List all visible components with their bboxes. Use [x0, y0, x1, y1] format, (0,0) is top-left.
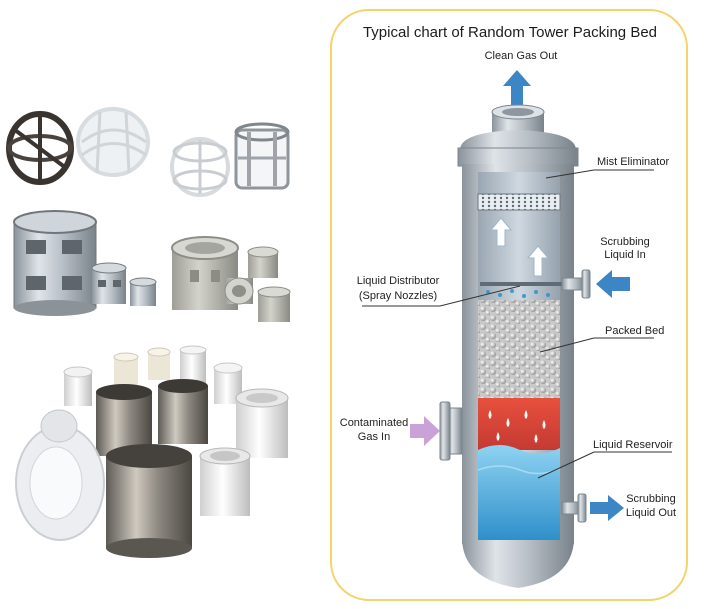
label-scrubbing-liquid-out-2: Liquid Out	[625, 507, 677, 519]
contaminated-gas-in-arrow	[410, 416, 440, 446]
label-mist-eliminator: Mist Eliminator	[597, 156, 670, 168]
clean-gas-out-arrow	[503, 70, 531, 108]
raschig-ring-photos	[15, 345, 289, 558]
label-contaminated-gas-in-2: Gas In	[357, 431, 391, 443]
label-clean-gas-out: Clean Gas Out	[484, 50, 558, 62]
label-scrubbing-liquid-out-1: Scrubbing	[626, 493, 676, 505]
scrubbing-liquid-in-arrow	[596, 270, 630, 298]
label-liquid-distributor-2: (Spray Nozzles)	[358, 290, 438, 302]
ceramic-pall-ring-photos	[171, 236, 291, 322]
scrubbing-liquid-out-arrow	[590, 495, 624, 521]
label-contaminated-gas-in-1: Contaminated	[339, 417, 409, 429]
label-scrubbing-liquid-in-2: Liquid In	[604, 249, 646, 261]
label-packed-bed: Packed Bed	[605, 325, 665, 337]
label-scrubbing-liquid-in-1: Scrubbing	[600, 236, 650, 248]
label-liquid-distributor-1: Liquid Distributor	[356, 275, 440, 287]
packing-tower	[439, 104, 591, 588]
leader-lines	[362, 169, 672, 479]
plastic-heilex-ring-photos	[170, 122, 290, 197]
plastic-pall-ring-photos	[6, 107, 150, 185]
metal-pall-ring-photos	[13, 210, 157, 316]
label-liquid-reservoir: Liquid Reservoir	[593, 439, 673, 451]
diagram-title: Typical chart of Random Tower Packing Be…	[362, 24, 658, 41]
